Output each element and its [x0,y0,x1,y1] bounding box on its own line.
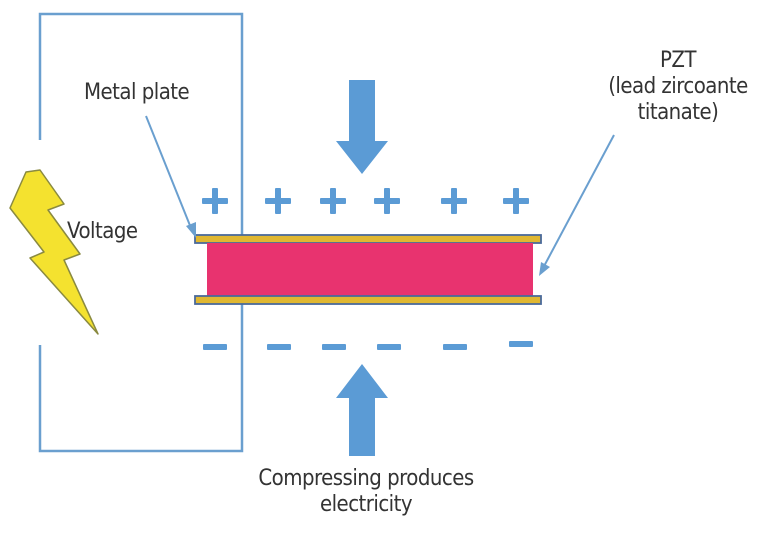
pzt-label-line1: PZT [660,48,697,73]
minus-sign [322,344,346,350]
metal-plate-bottom [194,295,542,305]
pzt-crystal [207,243,533,296]
minus-sign [203,344,227,350]
plus-sign [265,188,291,214]
plus-sign [441,188,467,214]
minus-sign [443,344,467,350]
caption: Compressing produces electricity [231,466,501,518]
plus-sign [202,188,228,214]
plus-sign [320,188,346,214]
metal-plate-top [194,234,542,244]
pzt-pointer [539,134,615,276]
minus-sign [377,344,401,350]
plus-sign [503,188,529,214]
negative-charges [203,341,533,350]
positive-charges [202,188,529,214]
circuit-wire-bottom [38,300,244,453]
pzt-label-line3: titanate) [637,100,719,125]
arrow-down-icon [336,80,388,174]
minus-sign [267,344,291,350]
minus-sign [509,341,533,347]
lightning-bolt-icon [9,169,99,335]
pzt-label-line2: (lead zircoante [608,74,748,99]
circuit-wire [38,12,244,238]
arrow-up-icon [336,364,388,456]
metal-plate-pointer [145,115,196,238]
metal-plate-label: Metal plate [84,80,190,105]
voltage-label: Voltage [67,219,138,244]
plus-sign [374,188,400,214]
pzt-label: PZT (lead zircoante titanate) [590,48,766,126]
caption-line1: Compressing produces [258,466,474,491]
caption-line2: electricity [319,492,413,517]
